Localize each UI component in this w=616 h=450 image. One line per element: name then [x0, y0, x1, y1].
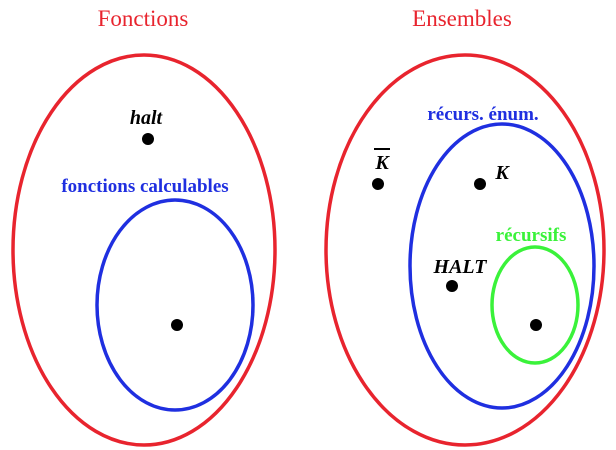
k-point: [474, 178, 486, 190]
left-title: Fonctions: [98, 6, 189, 31]
all-sets-ellipse: [324, 53, 606, 447]
left-panel: Fonctions halt fonctions calculables: [11, 6, 277, 447]
k-label: K: [494, 162, 510, 184]
kbar-point: [372, 178, 384, 190]
right-panel: Ensembles récurs. énum. K K HALT récursi…: [324, 6, 606, 447]
computable-function-point: [171, 319, 183, 331]
halt-set-point: [446, 280, 458, 292]
all-functions-ellipse: [11, 53, 277, 447]
re-sets-ellipse: [408, 122, 596, 410]
kbar-label: K: [374, 152, 390, 174]
recursive-sets-label: récursifs: [496, 225, 567, 246]
halt-set-label: HALT: [433, 256, 488, 278]
computable-functions-label: fonctions calculables: [61, 176, 228, 197]
recursive-sets-ellipse: [490, 245, 580, 365]
recursive-set-point: [530, 319, 542, 331]
right-title: Ensembles: [412, 6, 512, 31]
computable-functions-ellipse: [95, 198, 255, 412]
halt-function-point: [142, 133, 154, 145]
halt-function-label: halt: [130, 107, 164, 129]
re-sets-label: récurs. énum.: [427, 104, 538, 125]
